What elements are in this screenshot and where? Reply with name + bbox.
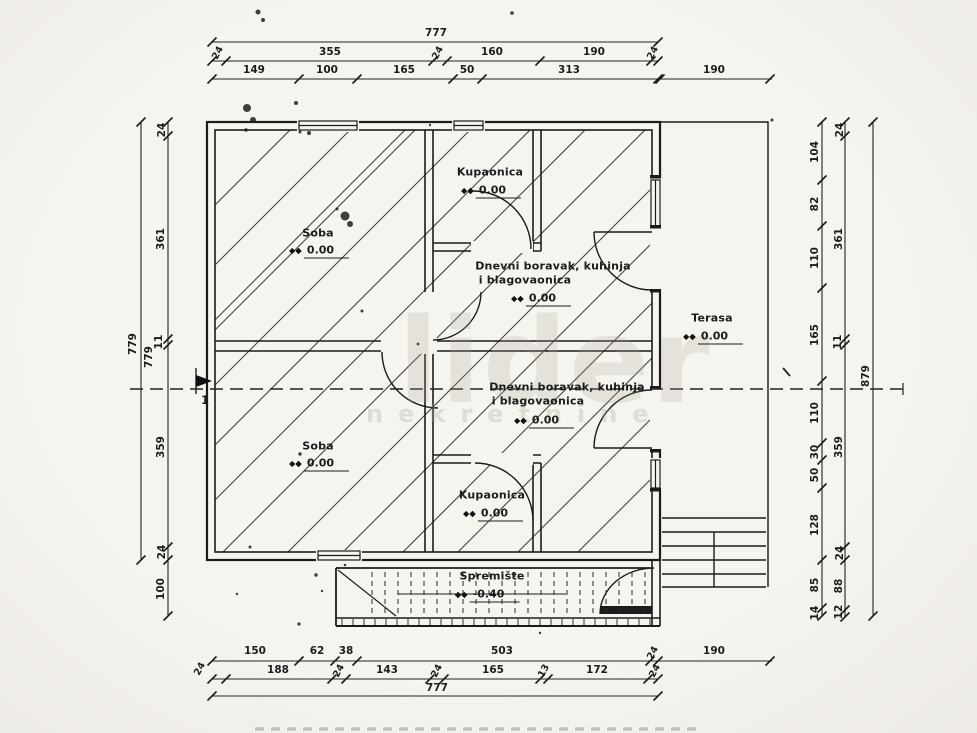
- dim-label: 104: [809, 141, 821, 163]
- dim-label: 12: [833, 604, 845, 620]
- elevation-marker-icon: [461, 184, 474, 198]
- elevation-value: 0.00: [303, 457, 350, 472]
- dim-label: 100: [155, 578, 167, 600]
- dim-label: 50: [809, 467, 821, 483]
- dim-label: 190: [703, 64, 725, 76]
- dim-label: 150: [244, 645, 266, 657]
- elevation-value: 0.00: [303, 244, 350, 259]
- dim-label: 355: [319, 46, 341, 58]
- dim-label: 313: [558, 64, 580, 76]
- dim-label: 172: [586, 664, 608, 676]
- elevation-kupaonica-top: 0.00: [461, 184, 522, 199]
- dim-label: 190: [583, 46, 605, 58]
- dimension-lines: [140, 41, 874, 697]
- terrace-and-steps: [660, 121, 769, 588]
- door-arcs: [381, 190, 655, 615]
- window-symbols: [298, 120, 661, 561]
- elevation-marker-icon: [683, 330, 696, 344]
- section-line: [130, 367, 904, 395]
- door-jambs: [650, 175, 661, 492]
- dim-label: 85: [809, 577, 821, 593]
- elevation-value: 0.00: [528, 414, 575, 429]
- elevation-soba-bottom: 0.00: [289, 457, 350, 472]
- dim-label: 361: [833, 228, 845, 250]
- watermark-subtitle: nekretnine: [366, 400, 664, 428]
- generated-marks: [135, 9, 879, 731]
- elevation-value: 0.00: [525, 292, 572, 307]
- storage-strip: [335, 560, 661, 627]
- room-label-kupaonica-top: Kupaonica: [456, 165, 524, 179]
- elevation-dnevni-bottom: 0.00: [514, 414, 575, 429]
- dim-label: 30: [809, 444, 821, 460]
- dim-label: 62: [309, 645, 325, 657]
- dim-label: 50: [459, 64, 475, 76]
- room-label-soba-top: Soba: [302, 226, 334, 240]
- room-label-terasa: Terasa: [691, 311, 733, 325]
- watermark-logo: lider: [398, 292, 712, 430]
- room-label-dnevni-bottom-line2: i blagovaonica: [491, 394, 585, 408]
- elevation-dnevni-top: 0.00: [511, 292, 572, 307]
- elevation-value: -0.40: [469, 588, 520, 603]
- dim-label: 160: [481, 46, 503, 58]
- dim-label: 777: [426, 682, 448, 694]
- elevation-terasa: 0.00: [683, 330, 744, 345]
- elevation-value: 0.00: [477, 507, 524, 522]
- dim-label: 879: [860, 365, 872, 387]
- dim-label: 128: [809, 514, 821, 536]
- elevation-soba-top: 0.00: [289, 244, 350, 259]
- dim-label: 165: [393, 64, 415, 76]
- dim-label: 777: [425, 27, 447, 39]
- room-label-dnevni-top-line1: Dnevni boravak, kuhinja: [475, 259, 631, 273]
- dim-label: 190: [703, 645, 725, 657]
- elevation-value: 0.00: [697, 330, 744, 345]
- dim-label: 38: [338, 645, 354, 657]
- dim-label: 82: [809, 196, 821, 212]
- dim-label: 110: [809, 402, 821, 424]
- dim-label: 188: [267, 664, 289, 676]
- dim-label: 143: [376, 664, 398, 676]
- storage-door-leaf: [600, 606, 652, 614]
- elevation-marker-icon: [454, 588, 468, 602]
- section-marker-label: 1: [200, 393, 210, 407]
- dim-label: 503: [491, 645, 513, 657]
- dim-label: 361: [155, 228, 167, 250]
- room-label-dnevni-bottom-line1: Dnevni boravak, kuhinja: [489, 380, 645, 394]
- room-label-spremiste: Spremište: [459, 569, 525, 583]
- elevation-marker-icon: [514, 414, 527, 428]
- elevation-spremiste: -0.40: [454, 588, 520, 603]
- dim-label: 779: [127, 333, 139, 355]
- dim-label: 11: [832, 334, 844, 350]
- dim-label: 24: [834, 122, 846, 138]
- dim-label: 165: [482, 664, 504, 676]
- room-label-soba-bottom: Soba: [302, 439, 334, 453]
- elevation-marker-icon: [511, 292, 524, 306]
- dim-label: 14: [809, 605, 821, 621]
- room-label-dnevni-top-line2: i blagovaonica: [478, 273, 572, 287]
- dim-label: 24: [156, 122, 168, 138]
- dim-label: 110: [809, 247, 821, 269]
- elevation-marker-icon: [289, 244, 302, 258]
- room-label-kupaonica-bottom: Kupaonica: [458, 488, 526, 502]
- elevation-marker-icon: [463, 507, 476, 521]
- dim-label: 359: [155, 436, 167, 458]
- elevation-kupaonica-bottom: 0.00: [463, 507, 524, 522]
- dim-label: 100: [316, 64, 338, 76]
- dim-label: 149: [243, 64, 265, 76]
- dim-label: 24: [156, 544, 168, 560]
- dim-label: 24: [834, 545, 846, 561]
- dim-label: 779: [143, 346, 155, 368]
- dim-label: 88: [833, 578, 845, 594]
- dim-label: 359: [833, 436, 845, 458]
- dim-label: 165: [809, 324, 821, 346]
- elevation-marker-icon: [289, 457, 302, 471]
- elevation-value: 0.00: [475, 184, 522, 199]
